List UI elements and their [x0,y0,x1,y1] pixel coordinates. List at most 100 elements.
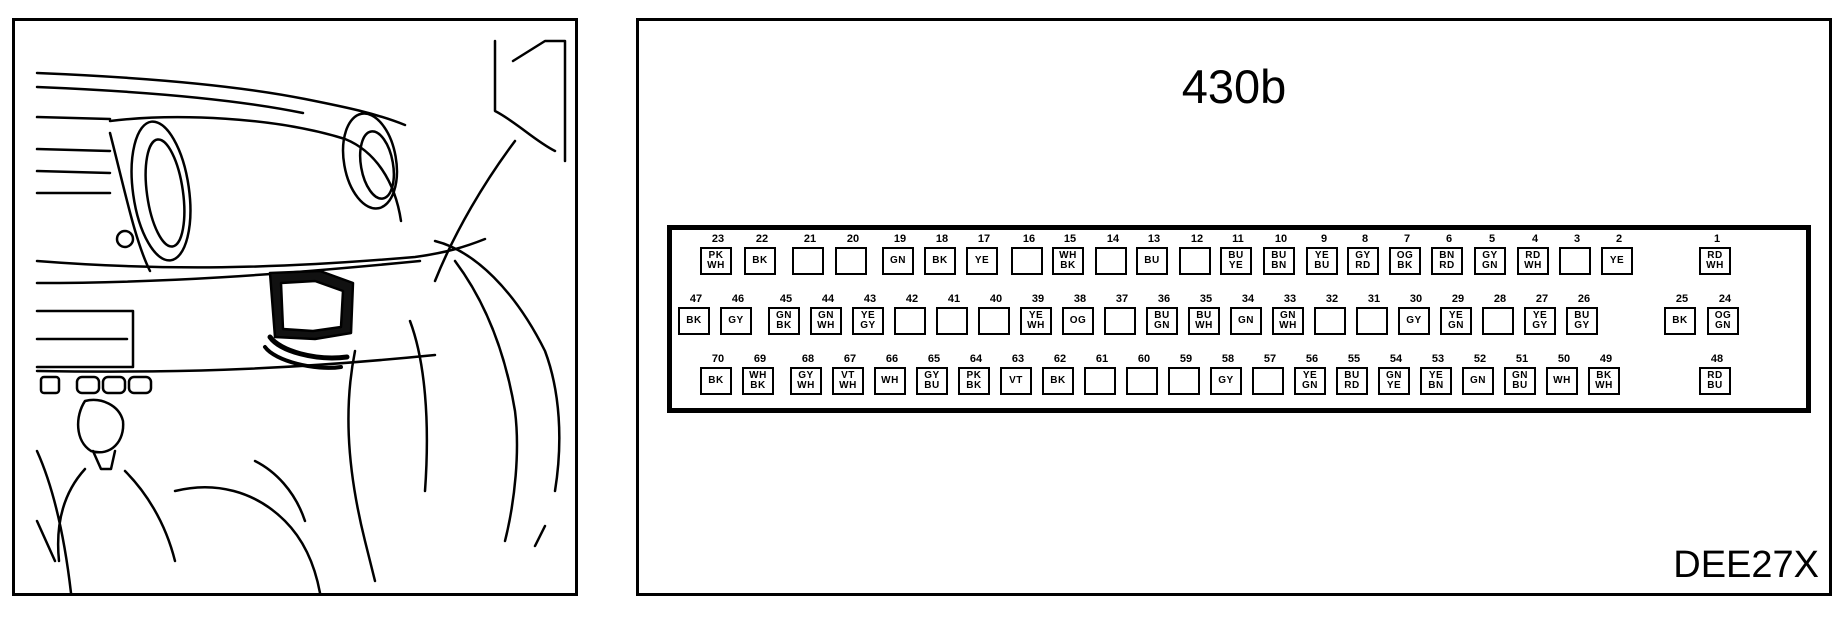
connector-title: 430b [1181,60,1287,113]
pin-number: 49 [1599,353,1613,365]
pin-cavity [1356,307,1388,335]
pin-number: 4 [1531,233,1539,245]
wire-color-code: RD [1344,380,1360,391]
pin-cavity: YE [966,247,998,275]
pin-cavity: BK [700,367,732,395]
wire-color-code: GY [1482,250,1498,261]
wire-color-code: VT [1009,375,1023,386]
dashboard-drawing [35,39,567,593]
pin-cavity: WH [874,367,906,395]
pin-cavity [978,307,1010,335]
pin-number: 7 [1403,233,1411,245]
pin-cavity [1482,307,1514,335]
pin-number: 26 [1577,293,1591,305]
wire-color-code: PK [708,250,724,261]
wire-color-code: GN [776,310,792,321]
wire-color-code: BU [1154,310,1170,321]
pin-number: 70 [711,353,725,365]
wire-color-code: BU [1228,250,1244,261]
pin-cavity: BK [678,307,710,335]
wire-color-code: BU [1271,250,1287,261]
wire-color-code: GN [890,255,906,266]
wire-color-code: GY [1574,320,1590,331]
pin-number: 58 [1221,353,1235,365]
pin-cavity [1084,367,1116,395]
wire-color-code: BK [1397,260,1413,271]
wire-color-code: BK [1050,375,1066,386]
wire-color-code: BU [1314,260,1330,271]
pin-number: 53 [1431,353,1445,365]
pin-number: 62 [1053,353,1067,365]
pin-number: 61 [1095,353,1109,365]
pin-number: 64 [969,353,983,365]
pin-number: 65 [927,353,941,365]
wire-color-code: WH [1706,260,1724,271]
wire-color-code: BU [1574,310,1590,321]
pin-cavity [936,307,968,335]
wire-color-code: YE [860,310,876,321]
wire-color-code: BK [752,255,768,266]
wire-color-code: BK [932,255,948,266]
pin-number: 10 [1274,233,1288,245]
pin-number: 66 [885,353,899,365]
wire-color-code: OG [1069,315,1087,326]
wire-color-code: GY [924,370,940,381]
wire-color-code: WH [1195,320,1213,331]
diagram-code: DEE27X [1673,544,1819,586]
pin-cavity [1104,307,1136,335]
pin-number: 30 [1409,293,1423,305]
wire-color-code: WH [707,260,725,271]
pin-number: 22 [755,233,769,245]
pin-number: 42 [905,293,919,305]
pin-cavity [894,307,926,335]
wire-color-code: GN [1482,260,1498,271]
wire-color-code: BU [1707,380,1723,391]
wire-color-code: YE [1448,310,1464,321]
pin-cavity: GN [882,247,914,275]
wire-color-code: GN [818,310,834,321]
wire-color-code: WH [1279,320,1297,331]
pin-number: 33 [1283,293,1297,305]
wire-color-code: WH [1553,375,1571,386]
pin-number: 8 [1361,233,1369,245]
pin-number: 39 [1031,293,1045,305]
wire-color-code: BK [1596,370,1612,381]
wire-color-code: RD [1439,260,1455,271]
wire-color-code: YE [1314,250,1330,261]
pin-cavity: GY [1210,367,1242,395]
pin-number: 51 [1515,353,1529,365]
wire-color-code: GN [1386,370,1402,381]
pin-number: 57 [1263,353,1277,365]
pin-cavity: GN [1230,307,1262,335]
pin-number: 21 [803,233,817,245]
pin-number: 12 [1190,233,1204,245]
wire-color-code: YE [974,255,990,266]
wire-color-code: PK [966,370,982,381]
pin-number: 3 [1573,233,1581,245]
wire-color-code: VT [841,370,855,381]
wire-color-code: BK [686,315,702,326]
pin-number: 67 [843,353,857,365]
pin-number: 25 [1675,293,1689,305]
wire-color-code: GY [798,370,814,381]
pin-number: 17 [977,233,991,245]
pin-number: 47 [689,293,703,305]
pin-number: 16 [1022,233,1036,245]
pin-number: 29 [1451,293,1465,305]
pin-cavity [1011,247,1043,275]
wire-color-code: RD [1355,260,1371,271]
wire-color-code: YE [1386,380,1402,391]
wire-color-code: YE [1428,370,1444,381]
